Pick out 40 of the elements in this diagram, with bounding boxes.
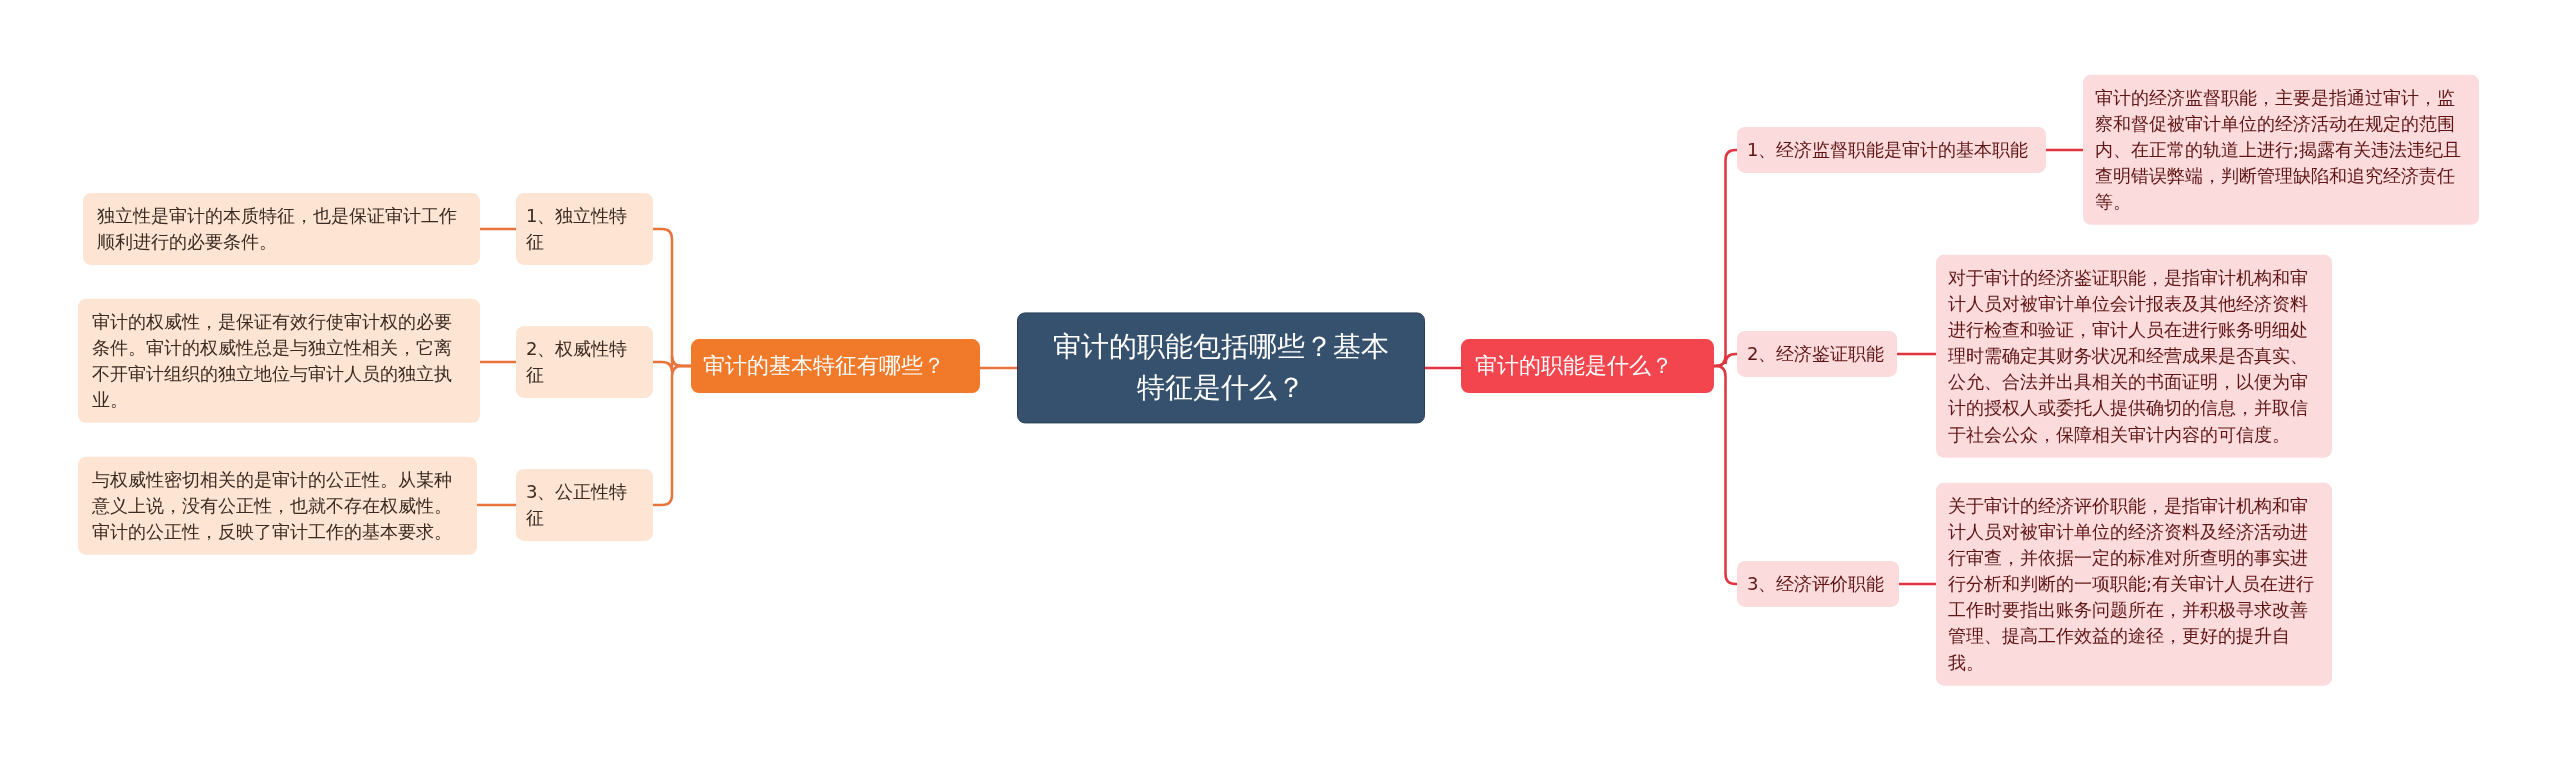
connector-line [653, 364, 691, 507]
connector-line [1897, 352, 1936, 356]
branch-box [1461, 339, 1714, 393]
node-text: 审计的职能包括哪些？基本特征是什么？ [1052, 329, 1390, 406]
detail-box [83, 192, 480, 266]
node-text: 与权威性密切相关的是审计的公正性。从某种意义上说，没有公正性，也就不存在权威性。审计的公正性，反映了审计工作的基本要求。 [92, 467, 453, 545]
connector-line [480, 360, 516, 364]
node-text: 1、经济监督职能是审计的基本职能 [1747, 137, 2030, 162]
subtopic-box [1737, 126, 2046, 174]
node-text: 审计的职能是什么？ [1475, 352, 1674, 381]
node-text: 3、公正性特征 [526, 479, 629, 530]
connector-line [1425, 366, 1461, 370]
detail-box [1936, 254, 2332, 458]
detail-box [78, 456, 477, 556]
node-text: 关于审计的经济评价职能，是指审计机构和审计人员对被审计单位的经济资料及经济活动进行审查，并依据一定的标准对所查明的事实进行分析和判断的一项职能;有关审计人员在进行工作时要指出账务问题所在，并积极寻求改善管理、提高工作效益的途径，更好的提升自我。 [1948, 493, 2316, 675]
node-text: 2、权威性特征 [526, 336, 629, 387]
connector-line [477, 503, 516, 507]
node-text: 2、经济鉴证职能 [1747, 341, 1886, 366]
connector-line [480, 227, 516, 231]
subtopic-box [516, 325, 653, 399]
detail-box [1936, 482, 2332, 686]
node-text: 独立性是审计的本质特征，也是保证审计工作顺利进行的必要条件。 [97, 203, 458, 254]
node-text: 审计的权威性，是保证有效行使审计权的必要条件。审计的权威性总是与独立性相关，它离不开审计组织的独立地位与审计人员的独立执业。 [92, 309, 453, 413]
node-text: 3、经济评价职能 [1747, 571, 1886, 596]
subtopic-box [1737, 330, 1897, 378]
connector-line [2046, 148, 2083, 152]
node-text: 审计的基本特征有哪些？ [703, 352, 946, 381]
connector-line [980, 366, 1017, 370]
connector-line [1713, 364, 1738, 586]
detail-box [78, 298, 480, 424]
node-text: 审计的经济监督职能，主要是指通过审计，监察和督促被审计单位的经济活动在规定的范围内、在正常的轨道上进行;揭露有关违法违纪且查明错误弊端，判断管理缺陷和追究经济责任等。 [2095, 85, 2463, 215]
connector-line [1899, 582, 1936, 586]
subtopic-box [1737, 560, 1899, 608]
node-text: 1、独立性特征 [526, 203, 629, 254]
node-text: 对于审计的经济鉴证职能，是指审计机构和审计人员对被审计单位会计报表及其他经济资料进行检查和验证，审计人员在进行账务明细处理时需确定其财务状况和经营成果是否真实、公允、合法并出具相关的书面证明，以便为审计的授权人或委托人提供确切的信息，并取信于社会公众，保障相关审计内容的可信度。 [1948, 265, 2309, 447]
subtopic-box [516, 468, 653, 542]
topic-box [1017, 312, 1425, 424]
subtopic-box [516, 192, 653, 266]
branch-box [691, 339, 980, 393]
detail-box [2083, 74, 2479, 226]
